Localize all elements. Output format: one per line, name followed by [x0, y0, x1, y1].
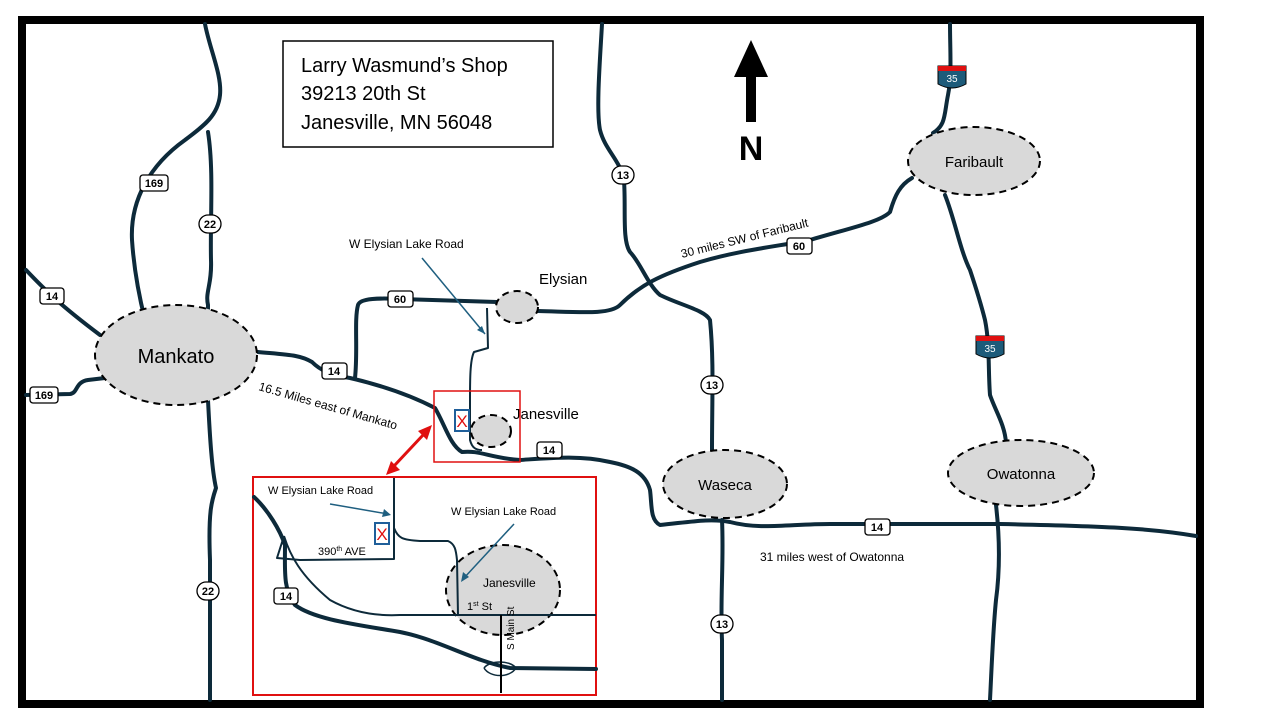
city-label-owatonna: Owatonna: [987, 466, 1056, 483]
road-w-elysian-lake: [469, 307, 489, 451]
callout-double-arrow: [386, 425, 432, 475]
inset-label-janesville: Janesville: [483, 576, 536, 590]
road-13-north: [596, 22, 715, 452]
city-label-faribault: Faribault: [945, 154, 1004, 171]
inset-pointer-2: [463, 523, 515, 579]
city-elysian: [495, 290, 539, 324]
inset-interchange: [483, 661, 517, 677]
svg-text:14: 14: [328, 366, 341, 378]
city-label-waseca: Waseca: [698, 477, 752, 494]
svg-text:60: 60: [793, 241, 805, 253]
inset-shield-14: 14: [273, 587, 299, 605]
inset-city-janesville: [445, 544, 561, 636]
shield-169-north: 169: [139, 174, 169, 192]
shield-60-east: 60: [786, 237, 813, 255]
shield-60-west: 60: [387, 290, 414, 308]
inset-label-w-elysian-1: W Elysian Lake Road: [268, 485, 373, 497]
interstate-shield-35-south: 35: [975, 335, 1005, 359]
cities: Mankato Elysian Janesville Waseca Fariba…: [94, 126, 1095, 519]
inset-pointer-2-head: [461, 572, 469, 582]
svg-text:169: 169: [35, 390, 53, 402]
north-arrow-icon: N: [734, 40, 768, 168]
svg-text:22: 22: [202, 586, 214, 598]
road-35-north: [931, 22, 953, 135]
svg-text:169: 169: [145, 178, 163, 190]
road-169-west: [24, 376, 107, 397]
pointer-arrow: [421, 257, 486, 335]
shield-22-south: 22: [196, 581, 220, 601]
inset-map: 14 W Elysian Lake Road W Elysian Lake Ro…: [252, 476, 598, 696]
shop-street: 39213 20th St: [301, 83, 426, 105]
road-14-east: [256, 350, 1198, 538]
shield-13-middle: 13: [700, 375, 724, 395]
svg-text:14: 14: [543, 445, 556, 457]
svg-text:13: 13: [716, 619, 728, 631]
route-shields: 169 22 14 169 14 60 13 60 13 14 14 13 22…: [29, 65, 1005, 634]
road-169-north: [129, 22, 223, 322]
shield-14-far-east: 14: [864, 518, 891, 536]
road-35-middle: [943, 193, 1008, 445]
svg-text:35: 35: [946, 74, 958, 85]
shop-city: Janesville, MN 56048: [301, 112, 492, 134]
callout-box: [433, 390, 521, 463]
svg-text:14: 14: [280, 591, 293, 603]
shield-14-waseca: 14: [536, 441, 563, 459]
address-box: Larry Wasmund’s Shop 39213 20th St Janes…: [282, 40, 554, 148]
svg-text:14: 14: [871, 522, 884, 534]
inset-label-390th-ave: 390th AVE: [318, 546, 366, 558]
svg-text:X: X: [376, 525, 387, 544]
inset-road-1st-st: [283, 535, 596, 617]
inset-road-w-elysian: [393, 527, 459, 616]
inset-label-w-elysian-2: W Elysian Lake Road: [451, 506, 556, 518]
label-w-elysian-lake-road: W Elysian Lake Road: [349, 237, 464, 251]
svg-text:13: 13: [706, 380, 718, 392]
inset-pointer-1-head: [382, 509, 391, 517]
road-60-east: [536, 176, 914, 315]
city-label-janesville: Janesville: [513, 406, 579, 423]
city-waseca: [662, 449, 788, 519]
shop-marker: X: [454, 409, 470, 432]
city-owatonna: [947, 439, 1095, 507]
shield-13-north: 13: [611, 165, 635, 185]
interstate-shield-35-north: 35: [937, 65, 967, 89]
road-22-south: [206, 398, 218, 702]
label-distance-owatonna: 31 miles west of Owatonna: [760, 550, 904, 564]
svg-text:35: 35: [984, 344, 996, 355]
road-22-north: [205, 130, 214, 322]
pointer-arrow-head: [477, 326, 485, 334]
inset-label-s-main-st: S Main St: [506, 606, 517, 650]
inset-shop-marker: X: [374, 522, 390, 545]
svg-text:22: 22: [204, 219, 216, 231]
city-mankato: [94, 304, 258, 406]
city-faribault: [907, 126, 1041, 196]
city-label-elysian: Elysian: [539, 271, 587, 288]
city-janesville: [470, 414, 512, 448]
shield-14-west: 14: [39, 287, 65, 305]
inset-label-1st-st: 1st St: [467, 601, 492, 613]
shield-169-west: 169: [29, 386, 59, 404]
inset-pointer-1: [329, 503, 389, 515]
shield-22-north: 22: [198, 214, 222, 234]
svg-text:X: X: [456, 412, 467, 431]
shop-name: Larry Wasmund’s Shop: [301, 55, 508, 77]
svg-text:14: 14: [46, 291, 59, 303]
svg-text:13: 13: [617, 170, 629, 182]
shield-13-south: 13: [710, 614, 734, 634]
road-13-south: [719, 518, 725, 702]
city-label-mankato: Mankato: [138, 346, 215, 368]
svg-text:60: 60: [394, 294, 406, 306]
shield-14-east: 14: [321, 362, 348, 380]
road-35-south: [988, 503, 1001, 702]
inset-road-390th-ave: [276, 478, 395, 561]
north-label: N: [739, 130, 764, 168]
